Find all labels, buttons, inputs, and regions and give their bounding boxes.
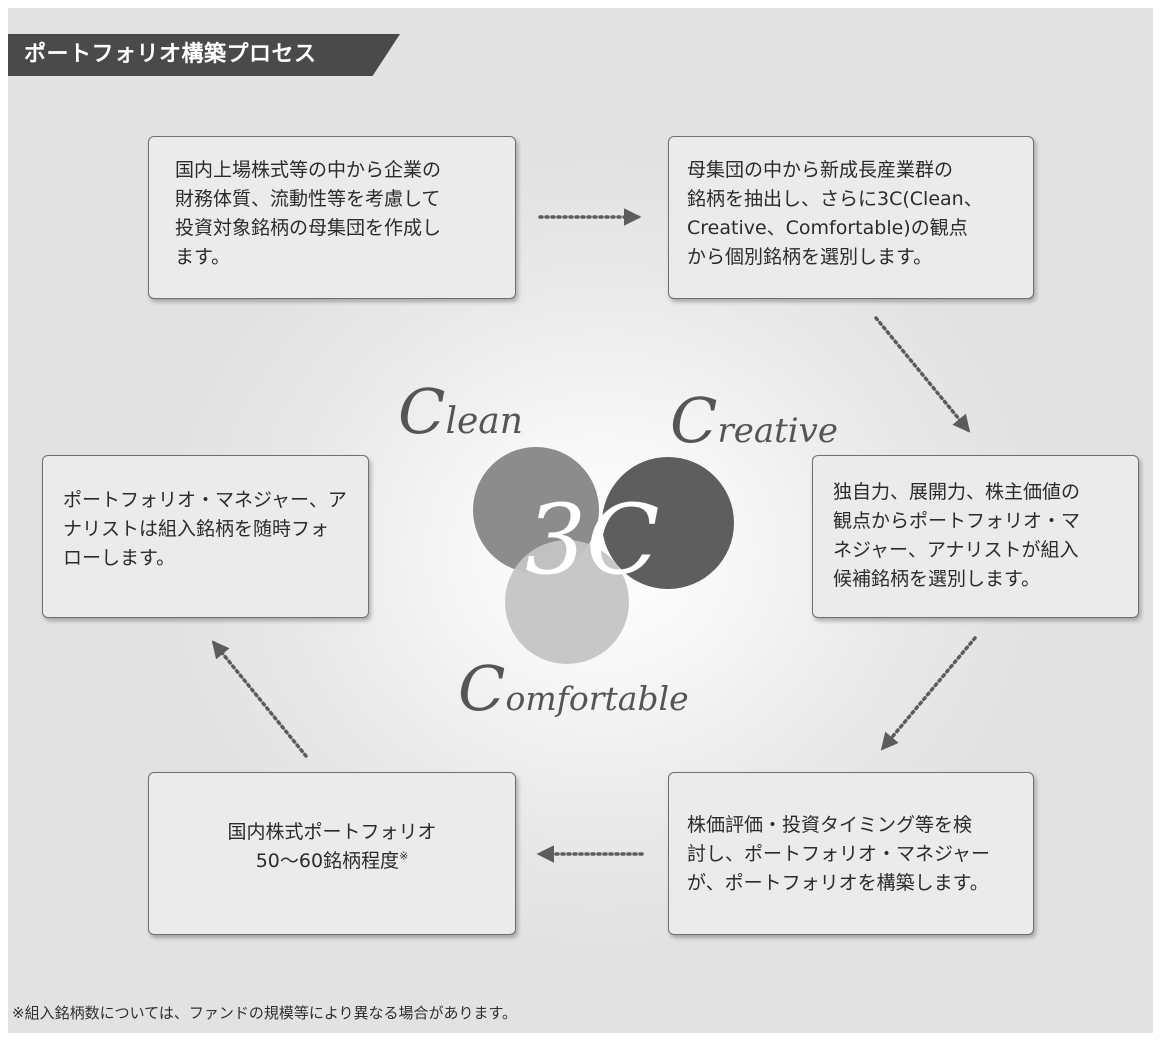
logo-label-creative-rest: reative xyxy=(717,411,838,451)
step-5-line-1: 国内株式ポートフォリオ xyxy=(227,821,437,843)
step-4-text: 株価評価・投資タイミング等を検 討し、ポートフォリオ・マネジャー が、ポートフォ… xyxy=(687,814,991,894)
step-3-text: 独自力、展開力、株主価値の 観点からポートフォリオ・マ ネジャー、アナリストが組… xyxy=(833,481,1081,590)
step-6-text: ポートフォリオ・マネジャー、ア ナリストは組入銘柄を随時フォ ローします。 xyxy=(63,489,347,569)
logo-label-clean-rest: lean xyxy=(445,401,522,442)
logo-label-comfortable-initial: C xyxy=(458,652,505,725)
arrow-step2-to-step3 xyxy=(874,316,971,433)
step-2-text: 母集団の中から新成長産業群の 銘柄を抽出し、さらに3C(Clean、 Creat… xyxy=(687,159,983,268)
footnote-mark: ※ xyxy=(399,849,409,863)
arrow-step5-to-step6 xyxy=(211,640,308,758)
creative-circle xyxy=(602,457,734,589)
step-box-4: 株価評価・投資タイミング等を検 討し、ポートフォリオ・マネジャー が、ポートフォ… xyxy=(668,772,1034,935)
step-box-6: ポートフォリオ・マネジャー、ア ナリストは組入銘柄を随時フォ ローします。 xyxy=(42,455,369,618)
logo-label-clean: Clean xyxy=(398,375,523,448)
step-5-line-2: 50〜60銘柄程度※ xyxy=(149,847,515,876)
arrow-step3-to-step4 xyxy=(880,636,977,751)
logo-label-comfortable: Comfortable xyxy=(458,652,689,725)
logo-label-creative-initial: C xyxy=(670,384,717,457)
step-box-3: 独自力、展開力、株主価値の 観点からポートフォリオ・マ ネジャー、アナリストが組… xyxy=(812,455,1139,618)
comfortable-circle xyxy=(505,540,629,664)
step-box-2: 母集団の中から新成長産業群の 銘柄を抽出し、さらに3C(Clean、 Creat… xyxy=(668,136,1034,299)
step-box-1: 国内上場株式等の中から企業の 財務体質、流動性等を考慮して 投資対象銘柄の母集団… xyxy=(148,136,516,299)
page-title: ポートフォリオ構築プロセス xyxy=(24,42,317,67)
logo-center-3c: 3C xyxy=(525,484,660,596)
step-1-text: 国内上場株式等の中から企業の 財務体質、流動性等を考慮して 投資対象銘柄の母集団… xyxy=(175,159,442,268)
logo-label-comfortable-rest: omfortable xyxy=(505,679,688,718)
step-5-count: 50〜60銘柄程度 xyxy=(255,850,400,872)
logo-label-clean-initial: C xyxy=(398,375,445,448)
step-box-5: 国内株式ポートフォリオ 50〜60銘柄程度※ xyxy=(148,772,516,935)
logo-label-creative: Creative xyxy=(670,384,838,457)
footnote: ※組入銘柄数については、ファンドの規模等により異なる場合があります。 xyxy=(12,1004,518,1022)
header-tag xyxy=(8,34,400,76)
